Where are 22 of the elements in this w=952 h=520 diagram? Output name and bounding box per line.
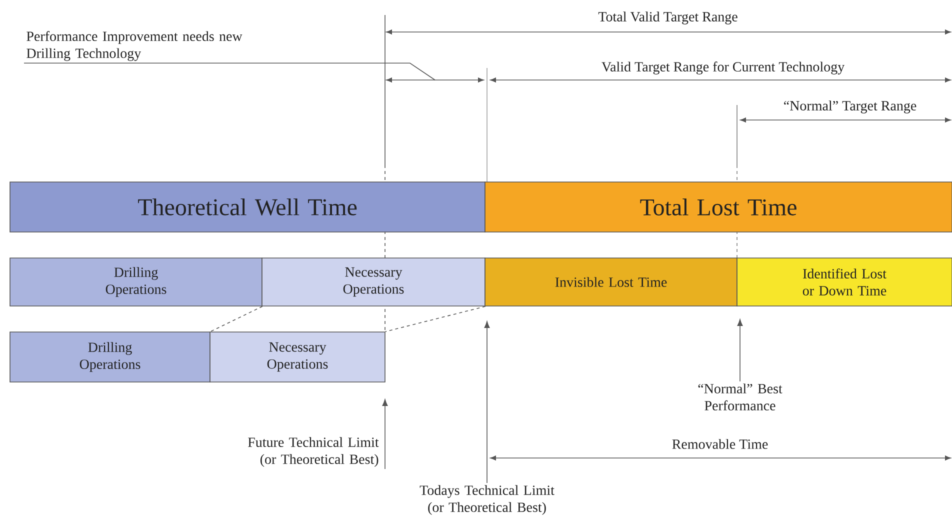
annotation-text: Todays Technical Limit (or Theoretical Best) <box>420 485 554 515</box>
time-bar: Total Lost Time <box>484 182 952 232</box>
arrow <box>737 319 743 382</box>
time-bar: Necessary Operations <box>210 332 386 382</box>
time-bar: Identified Lost or Down Time <box>736 258 952 306</box>
annotation-text: “Normal” Best Performance <box>698 384 782 410</box>
arrow <box>484 321 490 484</box>
time-bar: Necessary Operations <box>262 258 486 306</box>
time-bar: Drilling Operations <box>10 258 262 306</box>
projection-line <box>210 306 263 332</box>
annotation-text: Future Technical Limit (or Theoretical Best) <box>248 437 379 467</box>
time-bar: Drilling Operations <box>10 332 210 382</box>
annotation-text: Performance Improvement needs new Drilling Technology <box>26 31 242 61</box>
dimension-label: Removable Time <box>672 439 768 449</box>
time-bar: Invisible Lost Time <box>484 258 738 306</box>
time-bar: Theoretical Well Time <box>10 182 486 232</box>
dimension-label: “Normal” Target Range <box>784 100 916 114</box>
dimension-label: Total Valid Target Range <box>598 12 738 24</box>
leader-line <box>24 62 436 80</box>
projection-line <box>385 306 486 332</box>
arrow <box>382 399 388 470</box>
dimension-label: Valid Target Range for Current Technology <box>602 62 845 74</box>
